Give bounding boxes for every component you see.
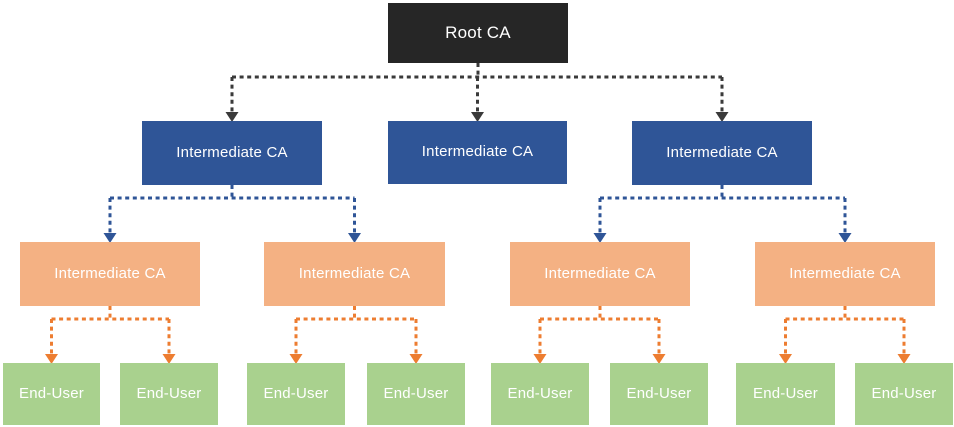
node-label: Intermediate CA [666,143,778,161]
node-root: Root CA [388,3,568,63]
node-label: Intermediate CA [54,264,166,282]
node-label: Intermediate CA [298,264,411,282]
node-eu4: End-User [367,363,465,425]
node-sub3: Intermediate CA [510,242,690,306]
node-eu6: End-User [610,363,708,425]
node-label: End-User [871,384,937,402]
node-label: Intermediate CA [544,264,656,282]
node-sub1: Intermediate CA [20,242,200,306]
node-label: End-User [136,384,202,402]
node-label: End-User [507,384,573,402]
node-label: End-User [383,384,449,402]
node-int2: Intermediate CA [388,121,567,184]
node-int1: Intermediate CA [142,121,322,185]
node-label: End-User [753,384,818,402]
node-eu1: End-User [3,363,100,425]
node-label: End-User [626,384,692,402]
node-label: Intermediate CA [789,264,901,282]
node-label: Intermediate CA [176,143,288,161]
node-eu5: End-User [491,363,589,425]
node-eu7: End-User [736,363,835,425]
node-eu3: End-User [247,363,345,425]
node-label: Intermediate CA [421,143,534,161]
node-int3: Intermediate CA [632,121,812,185]
node-label: End-User [19,384,84,402]
node-label: End-User [263,384,329,402]
node-sub4: Intermediate CA [755,242,935,306]
node-eu2: End-User [120,363,218,425]
node-label: Root CA [445,22,511,42]
node-eu8: End-User [855,363,953,425]
node-sub2: Intermediate CA [264,242,445,306]
